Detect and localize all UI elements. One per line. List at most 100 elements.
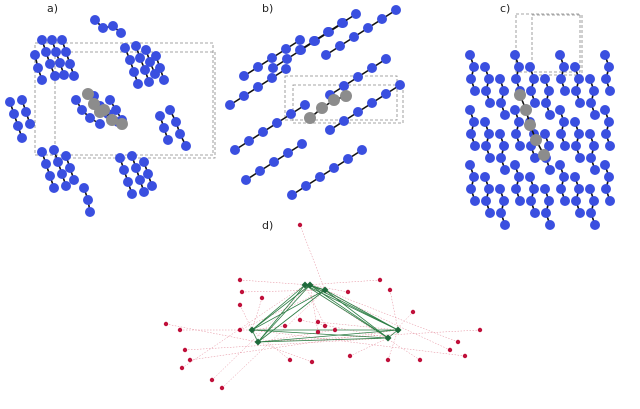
atom [77, 105, 87, 115]
atom [605, 86, 615, 96]
network-node-red [315, 329, 321, 335]
atom [514, 172, 524, 182]
atom [541, 98, 551, 108]
atom [17, 95, 27, 105]
network-node-red [377, 277, 383, 283]
atom [604, 172, 614, 182]
atom [605, 141, 615, 151]
atom [604, 117, 614, 127]
atom [560, 141, 570, 151]
atom [499, 196, 509, 206]
atom [239, 71, 249, 81]
atom [544, 141, 554, 151]
atom [316, 102, 328, 114]
unit-cell-outline [515, 13, 581, 73]
atom [230, 145, 240, 155]
atom [470, 86, 480, 96]
network-node-red [447, 347, 453, 353]
atom [381, 54, 391, 64]
atom [589, 86, 599, 96]
atom [466, 184, 476, 194]
atom [469, 62, 479, 72]
interaction-edge [165, 323, 259, 343]
atom [139, 157, 149, 167]
atom [500, 165, 510, 175]
atom [287, 190, 297, 200]
atom [9, 109, 19, 119]
atom [560, 196, 570, 206]
atom [61, 47, 71, 57]
atom [514, 89, 526, 101]
atom [495, 74, 505, 84]
network-node-red [177, 327, 183, 333]
network-node-red [239, 289, 245, 295]
atom [499, 141, 509, 151]
atom [571, 86, 581, 96]
network-node-red [455, 339, 461, 345]
atom [496, 98, 506, 108]
atom [575, 153, 585, 163]
atom [21, 107, 31, 117]
atom [470, 141, 480, 151]
atom [309, 36, 319, 46]
network-node-red [179, 365, 185, 371]
atom [131, 163, 141, 173]
atom [520, 104, 532, 116]
atom [255, 166, 265, 176]
atom [349, 32, 359, 42]
network-node-red [462, 353, 468, 359]
atom [295, 35, 305, 45]
atom [50, 71, 60, 81]
atom [559, 117, 569, 127]
atom [328, 94, 340, 106]
panel-label-b: b) [262, 2, 274, 15]
network-node-green [321, 286, 329, 294]
network-node-red [237, 302, 243, 308]
atom [244, 136, 254, 146]
atom [295, 45, 305, 55]
atom [133, 79, 143, 89]
atom [590, 110, 600, 120]
atom [5, 97, 15, 107]
atom [25, 119, 35, 129]
atom [127, 189, 137, 199]
core-edge [257, 284, 311, 343]
atom [147, 181, 157, 191]
atom [37, 75, 47, 85]
atom [337, 18, 347, 28]
atom [17, 133, 27, 143]
atom [586, 98, 596, 108]
panel-label-a: a) [47, 2, 59, 15]
atom [45, 59, 55, 69]
atom [315, 172, 325, 182]
atom [281, 44, 291, 54]
atom [589, 141, 599, 151]
network-node-green [254, 338, 262, 346]
atom [514, 62, 524, 72]
interaction-edge [184, 337, 389, 351]
interaction-edge [251, 329, 291, 361]
atom [575, 98, 585, 108]
atom [272, 118, 282, 128]
atom [33, 63, 43, 73]
interaction-edge [387, 329, 399, 361]
atom [544, 196, 554, 206]
atom [119, 165, 129, 175]
atom [570, 62, 580, 72]
unit-cell-outline [531, 14, 583, 76]
atom [574, 129, 584, 139]
atom [335, 41, 345, 51]
network-node-red [410, 309, 416, 315]
atom [106, 114, 118, 126]
atom [340, 90, 352, 102]
interaction-edge [181, 284, 306, 369]
atom [61, 181, 71, 191]
atom [95, 119, 105, 129]
interaction-edge [317, 321, 399, 331]
atom [511, 129, 521, 139]
atom [480, 172, 490, 182]
atom [480, 62, 490, 72]
atom [241, 175, 251, 185]
atom [353, 72, 363, 82]
atom [49, 183, 59, 193]
